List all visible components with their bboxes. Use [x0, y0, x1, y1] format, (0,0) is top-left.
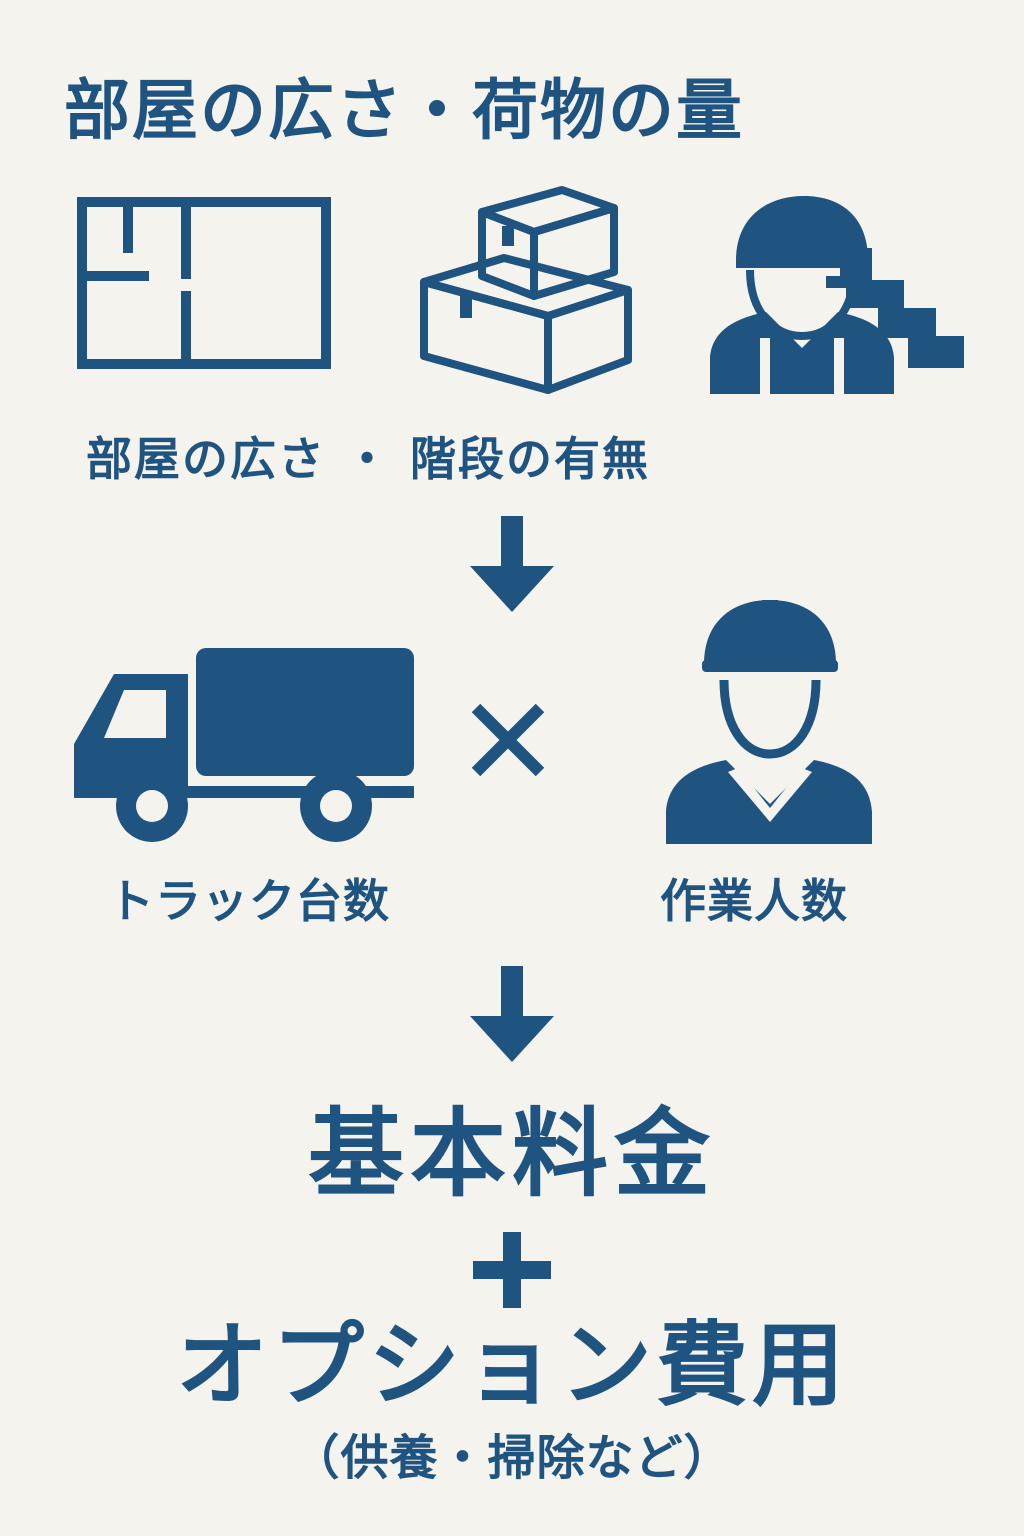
option-fee-note: （供養・掃除など）: [291, 1430, 733, 1486]
option-fee-label: オプション費用: [175, 1312, 848, 1419]
worker-count-label: 作業人数: [660, 874, 848, 928]
base-fee-label: 基本料金: [308, 1098, 716, 1210]
person-stairs-icon: [710, 196, 964, 394]
plus-icon: [473, 1232, 551, 1308]
floor-plan-icon: [77, 197, 331, 369]
multiply-icon: [471, 703, 545, 777]
worker-helmet-icon: [666, 600, 872, 844]
truck-icon: [74, 648, 414, 842]
page-title: 部屋の広さ・荷物の量: [64, 72, 744, 149]
truck-count-label: トラック台数: [108, 874, 390, 928]
arrow-down-icon: [470, 516, 554, 612]
factors-label: 部屋の広さ ・ 階段の有無: [86, 432, 651, 486]
boxes-icon: [420, 186, 632, 394]
arrow-down-icon: [470, 966, 554, 1062]
